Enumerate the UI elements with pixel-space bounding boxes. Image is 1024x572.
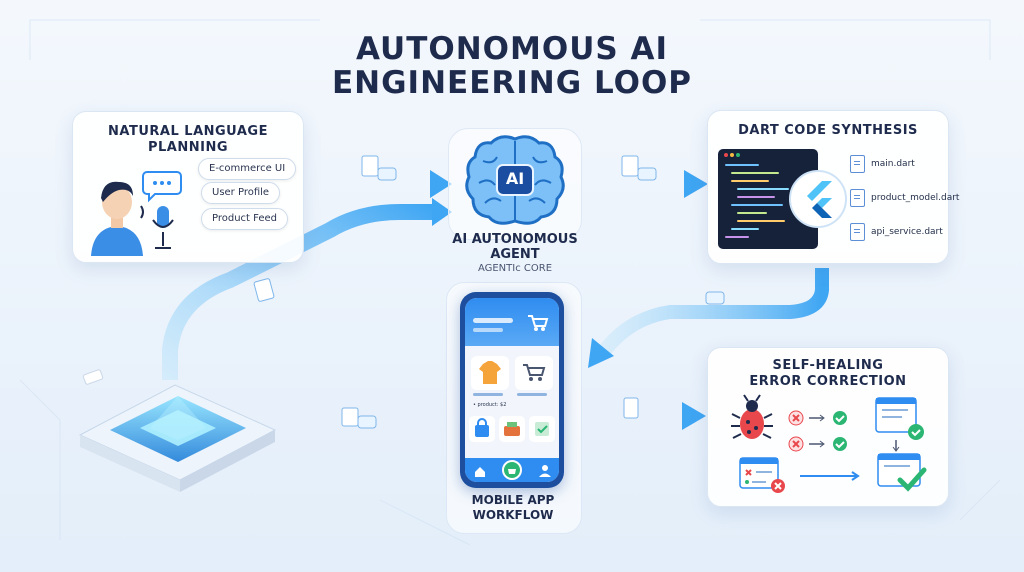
flutter-logo-icon [789,170,847,228]
fix-rows [788,410,847,452]
dart-synthesis-card: DART CODE SYNTHESIS main.dart [707,110,959,264]
app-header-bar [473,318,513,323]
file-name-3: api_service.dart [871,227,943,237]
arrow-platform-to-agent [162,204,440,380]
mobile-label-line1: MOBILE APP [471,493,555,507]
window-check-icon [875,397,924,440]
nl-card-title-line1: NATURAL LANGUAGE [108,124,268,139]
tshirt-icon [479,361,501,384]
dart-file-icon [850,189,865,207]
page-title-line1: AUTONOMOUS AI [355,31,669,67]
file-api-service: api_service.dart [850,223,943,241]
healing-title-line2: ERROR CORRECTION [749,374,907,389]
nl-card-title-line2: PLANNING [147,140,229,155]
prompt-pill-2: User Profile [201,182,281,204]
phone-device: • product: $2 [460,292,564,488]
product-card-bag[interactable] [469,416,495,442]
bug-icon [731,394,773,439]
file-main-dart: main.dart [850,155,915,173]
product-card-basket[interactable] [499,416,525,442]
agent-core-panel: AI [448,128,582,240]
dart-file-icon [850,223,865,241]
product-card-cart[interactable] [515,356,553,390]
page-title-line2: ENGINEERING LOOP [331,65,693,101]
bottom-nav [465,458,559,482]
product-tag: • product: $2 [473,402,507,408]
product-card-shirt[interactable] [471,356,509,390]
window-error-icon [739,457,785,493]
window-success-icon [877,453,927,492]
brain-icon [465,135,565,225]
prompt-pill-3: Product Feed [201,208,289,230]
agent-label-line1: AI AUTONOMOUS [452,232,578,247]
product-caption-bar [517,393,547,396]
agent-sublabel: AGENTIc CORE [477,263,553,274]
dart-file-icon [850,155,865,173]
bag-icon [475,418,489,437]
self-healing-card: SELF-HEALING ERROR CORRECTION [707,347,949,507]
error-correction-graphic [731,394,927,493]
user-speaking-icon [91,171,182,256]
file-product-model: product_model.dart [850,189,959,207]
mobile-label-line2: WORKFLOW [472,508,554,522]
nl-planning-card: NATURAL LANGUAGE PLANNING E-commerce UI … [72,111,304,263]
checkbox-icon [535,422,549,436]
product-caption-bar [473,393,503,396]
prompt-pill-1: E-commerce UI [198,158,297,180]
healing-title-line1: SELF-HEALING [772,358,884,373]
arrow-dart-to-mobile [599,268,829,355]
cart-icon [528,315,549,331]
nav-icons [475,460,551,480]
phone-screen: • product: $2 [465,298,559,482]
ai-badge: AI [505,169,525,188]
agent-label-line2: AGENT [490,247,540,262]
product-card-check[interactable] [529,416,555,442]
file-name-1: main.dart [871,159,915,169]
basket-icon [504,422,520,436]
glowing-platform-icon [78,369,277,492]
dart-card-title: DART CODE SYNTHESIS [738,123,918,138]
code-lines-icon [724,153,789,238]
doc-chip-icons [253,155,725,429]
file-name-2: product_model.dart [871,193,960,203]
app-header-bar [473,328,503,332]
cart-icon [523,364,546,381]
